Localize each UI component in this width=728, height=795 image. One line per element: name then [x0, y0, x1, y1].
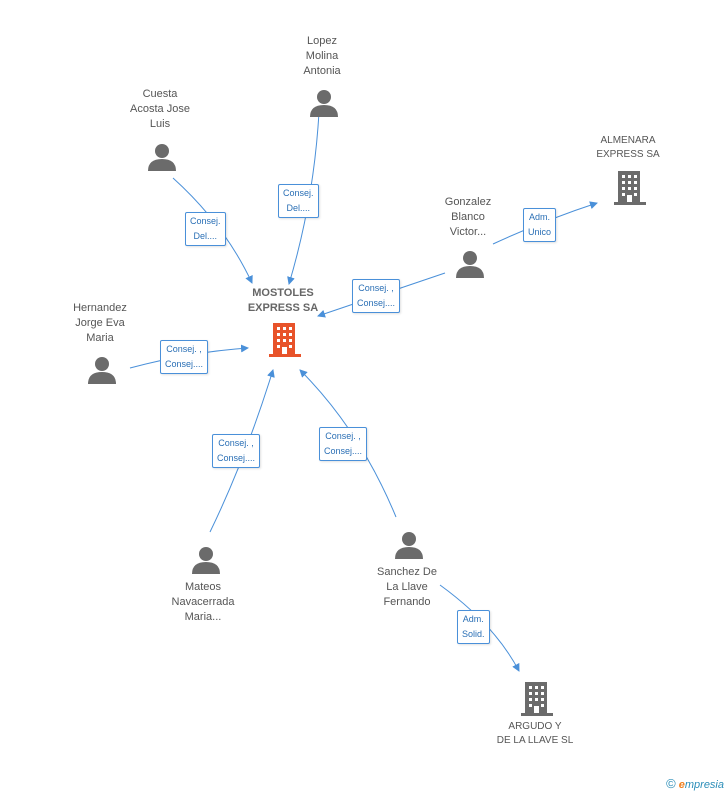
relation-badge-mateos[interactable]: Consej. ,Consej.... [212, 434, 261, 468]
person-icon[interactable] [456, 250, 484, 278]
person-icon[interactable] [192, 546, 220, 574]
brand-initial: e [678, 779, 685, 791]
relation-badge-gonzalez[interactable]: Consej. ,Consej.... [352, 279, 401, 313]
relation-badge-gonzalez-almenara[interactable]: Adm.Unico [523, 208, 557, 242]
person-icon[interactable] [395, 531, 423, 559]
relation-badge-sanchez[interactable]: Consej. ,Consej.... [319, 427, 368, 461]
person-icon[interactable] [310, 89, 338, 117]
copyright-symbol: © [666, 776, 676, 791]
empresia-watermark: © empresia [666, 776, 724, 791]
person-icon[interactable] [88, 356, 116, 384]
relation-badge-hernandez[interactable]: Consej. ,Consej.... [160, 340, 209, 374]
relation-badge-sanchez-argudo[interactable]: Adm.Solid. [457, 610, 490, 644]
brand-name: mpresia [684, 779, 724, 791]
building-icon[interactable] [269, 321, 301, 357]
relation-badge-lopez[interactable]: Consej.Del.... [278, 184, 319, 218]
building-icon[interactable] [614, 169, 646, 205]
relation-badge-cuesta[interactable]: Consej.Del.... [185, 212, 226, 246]
building-icon[interactable] [521, 680, 553, 716]
person-icon[interactable] [148, 143, 176, 171]
